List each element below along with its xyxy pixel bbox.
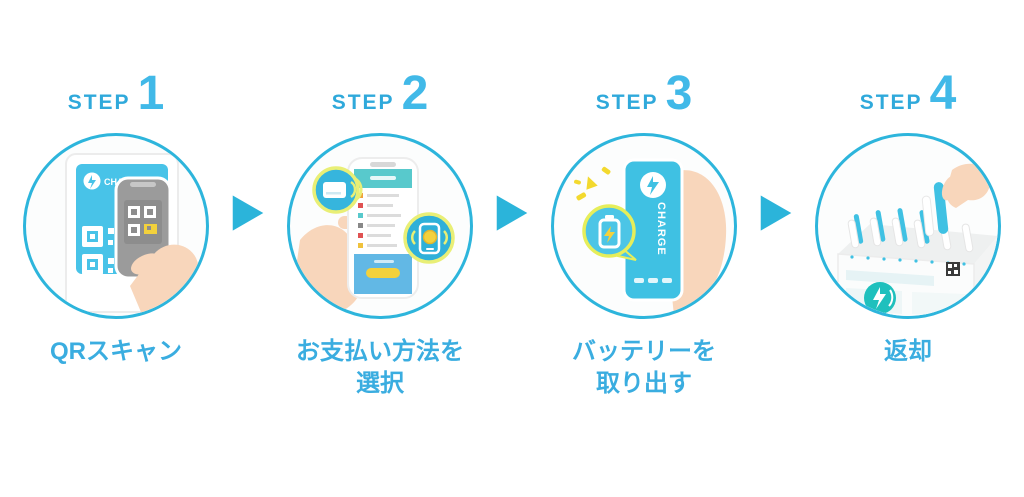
- step-2-number: 2: [401, 67, 429, 120]
- battery-badge: [582, 204, 637, 261]
- step-2-column: STEP 2: [274, 0, 486, 401]
- credit-card-badge: [312, 166, 363, 214]
- step-1-label-line1: QRスキャン: [50, 338, 182, 365]
- step-4-column: STEP 4: [802, 0, 1014, 401]
- step-4-label-line1: 返却: [884, 338, 932, 365]
- charge-logo-icon: [640, 172, 666, 198]
- sparkle-icon: [574, 166, 611, 201]
- station-qr-code-icon: [946, 262, 960, 276]
- contactless-waves-icon: [350, 180, 357, 199]
- step-3-label-line2: 取り出す: [596, 370, 692, 398]
- step-3-label-line1: バッテリーを: [572, 338, 716, 365]
- step-3-word: STEP: [595, 91, 659, 114]
- station-panel-right: [912, 292, 966, 316]
- step-2-label: お支払い方法を 選択: [296, 336, 464, 401]
- step-2-illustration-circle: [287, 133, 473, 319]
- step-3-label: バッテリーを 取り出す: [572, 336, 716, 401]
- brand-vertical-text: CHARGE: [655, 202, 667, 256]
- phone-qr-preview-icon: [128, 206, 157, 236]
- payment-phone: [347, 157, 419, 299]
- step-1-word: STEP: [67, 91, 131, 114]
- step-4-illustration: [837, 163, 998, 316]
- step-3-number: 3: [665, 67, 693, 120]
- step-4-word: STEP: [859, 91, 923, 114]
- step-3-illustration: CHARGE: [574, 158, 727, 316]
- charging-station: [837, 208, 998, 316]
- steps-flow: STEP 1 CHARGE: [10, 0, 1014, 401]
- coin-icon: [422, 229, 438, 245]
- arrow-right-icon: ▶: [760, 184, 792, 236]
- step-3-illustration-circle: CHARGE: [551, 133, 737, 319]
- step-1-illustration: CHARGE: [65, 153, 200, 316]
- step-2-illustration: [292, 157, 455, 315]
- credit-card-icon: [323, 182, 346, 198]
- step-1-illustration-circle: CHARGE: [23, 133, 209, 319]
- step-1-label: QRスキャン: [50, 336, 182, 368]
- step-4-header: STEP 4: [859, 67, 957, 120]
- step-1-column: STEP 1 CHARGE: [10, 0, 222, 401]
- step-4-label: 返却: [884, 336, 932, 368]
- step-3-column: STEP 3 CHARGE: [538, 0, 750, 401]
- step-1-number: 1: [137, 67, 165, 120]
- qr-code-icon: [82, 226, 114, 275]
- returning-hand: [921, 163, 990, 237]
- step-4-number: 4: [929, 67, 957, 120]
- arrow-3: ▶: [750, 187, 802, 401]
- step-3-header: STEP 3: [595, 67, 693, 120]
- arrow-1: ▶: [222, 187, 274, 401]
- step-4-illustration-circle: [815, 133, 1001, 319]
- arrow-right-icon: ▶: [496, 184, 528, 236]
- step-1-header: STEP 1: [67, 67, 165, 120]
- step-2-label-line2: 選択: [356, 370, 404, 398]
- arrow-right-icon: ▶: [232, 184, 264, 236]
- step-2-label-line1: お支払い方法を: [296, 338, 464, 365]
- arrow-2: ▶: [486, 187, 538, 401]
- station-lightning-logo-icon: [864, 282, 896, 314]
- mobile-pay-phone-icon: [418, 222, 441, 255]
- confirm-button-shape: [366, 268, 400, 278]
- step-2-word: STEP: [331, 91, 395, 114]
- mobile-pay-badge: [403, 212, 455, 264]
- station-strip-panel: [846, 270, 934, 286]
- battery-icon: [598, 215, 621, 249]
- step-2-header: STEP 2: [331, 67, 429, 120]
- rental-battery: CHARGE: [622, 158, 684, 302]
